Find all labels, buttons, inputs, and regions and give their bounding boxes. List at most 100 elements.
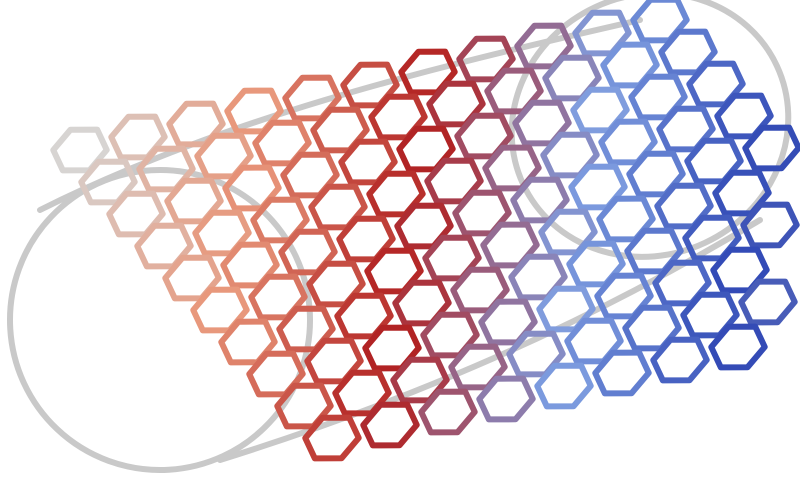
hexagon-cell — [418, 388, 478, 436]
hexagon-cell — [394, 202, 454, 250]
hexagon-cell — [650, 336, 710, 384]
hexagon-cell — [658, 28, 718, 76]
hexagon-cell — [482, 144, 542, 192]
hexagon-cell — [134, 222, 194, 270]
hexagon-cell — [514, 22, 574, 70]
hexagon-cell — [714, 92, 774, 140]
hexagon-cell — [450, 266, 510, 314]
hexagon-cell — [506, 330, 566, 378]
hexagon-cell — [308, 183, 368, 231]
hexagon-cell — [566, 240, 626, 288]
hexagon-cell — [364, 247, 424, 295]
hexagon-cell — [390, 356, 450, 404]
hexagon-cell — [332, 369, 392, 417]
hexagon-cell — [338, 138, 398, 186]
hexagon-cell — [310, 106, 370, 154]
hexagon-cell — [710, 246, 770, 294]
hexagon-cell — [684, 137, 744, 185]
hexagon-cell — [422, 234, 482, 282]
hexagon-cell — [334, 292, 394, 340]
hexagon-cell — [630, 0, 690, 44]
hexagon-cell — [656, 105, 716, 153]
hexagon-cell — [424, 157, 484, 205]
hexagon-cell — [680, 291, 740, 339]
hexagon-cell — [534, 362, 594, 410]
hexagon-cell — [686, 60, 746, 108]
hexagon-cell — [476, 375, 536, 423]
hexagon-cell — [452, 189, 512, 237]
hexagon-cell — [538, 208, 598, 256]
hexagon-cell — [392, 279, 452, 327]
hexagon-cell — [222, 164, 282, 212]
hexagon-cell — [304, 337, 364, 385]
hexagon-cell — [742, 124, 800, 172]
hexagon-cell — [512, 99, 572, 147]
hexagon-cell — [568, 163, 628, 211]
hexagon-cell — [420, 311, 480, 359]
hexagon-cell — [540, 131, 600, 179]
hexagon-cell — [194, 132, 254, 180]
hexagon-cell — [712, 169, 772, 217]
hexagon-cell — [278, 228, 338, 276]
hexagon-cell — [448, 343, 508, 391]
hexagon-cell — [224, 87, 284, 135]
hexagon-cell — [218, 318, 278, 366]
hexagon-cell — [478, 298, 538, 346]
hexagon-cell — [396, 125, 456, 173]
hexagon-cell — [510, 176, 570, 224]
hexagon-cell — [108, 113, 168, 161]
hexagon-cell — [622, 304, 682, 352]
hexagon-cell — [542, 54, 602, 102]
hexagon-cell — [366, 170, 426, 218]
hexagon-cell — [652, 259, 712, 307]
hexagon-cell — [276, 305, 336, 353]
hexagon-cell — [280, 151, 340, 199]
hexagon-cell — [306, 260, 366, 308]
hexagon-cell — [250, 196, 310, 244]
hexagon-cell — [368, 93, 428, 141]
hexagon-cell — [596, 195, 656, 243]
hexagon-cell — [570, 86, 630, 134]
hexagon-cell — [50, 126, 110, 174]
hexagon-cell — [302, 414, 362, 462]
hexagon-cell — [78, 158, 138, 206]
hexagon-cell — [220, 241, 280, 289]
hexagon-lattice — [50, 0, 800, 462]
hexagon-cell — [654, 182, 714, 230]
hexagon-cell — [740, 201, 800, 249]
hexagon-cell — [600, 41, 660, 89]
hexagon-cell — [598, 118, 658, 166]
hexagon-cell — [360, 401, 420, 449]
hexagon-cell — [336, 215, 396, 263]
hexagon-cell — [282, 74, 342, 122]
hexagon-cell — [190, 286, 250, 334]
hexagon-cell — [162, 254, 222, 302]
hexagon-cell — [248, 273, 308, 321]
hexagon-cell — [624, 227, 684, 275]
hexagon-cell — [628, 73, 688, 121]
hexagon-cell — [362, 324, 422, 372]
hexagon-cell — [136, 145, 196, 193]
hexagon-cell — [192, 209, 252, 257]
hexagon-cell — [398, 48, 458, 96]
hexagon-cell — [708, 323, 768, 371]
hexagon-cell — [564, 317, 624, 365]
hexagon-cell — [252, 119, 312, 167]
hexagon-cell — [106, 190, 166, 238]
hexagon-cell — [594, 272, 654, 320]
hexagon-cell — [536, 285, 596, 333]
hexagon-cell — [508, 253, 568, 301]
hexagon-cell — [340, 61, 400, 109]
hexagon-cell — [480, 221, 540, 269]
hexagon-cell — [246, 350, 306, 398]
hexagon-cell — [456, 35, 516, 83]
hexagon-cell — [426, 80, 486, 128]
hexagon-cell — [626, 150, 686, 198]
hexagon-cell — [164, 177, 224, 225]
hexagon-cell — [592, 349, 652, 397]
hexagon-cell — [274, 382, 334, 430]
hexagon-cell — [166, 100, 226, 148]
